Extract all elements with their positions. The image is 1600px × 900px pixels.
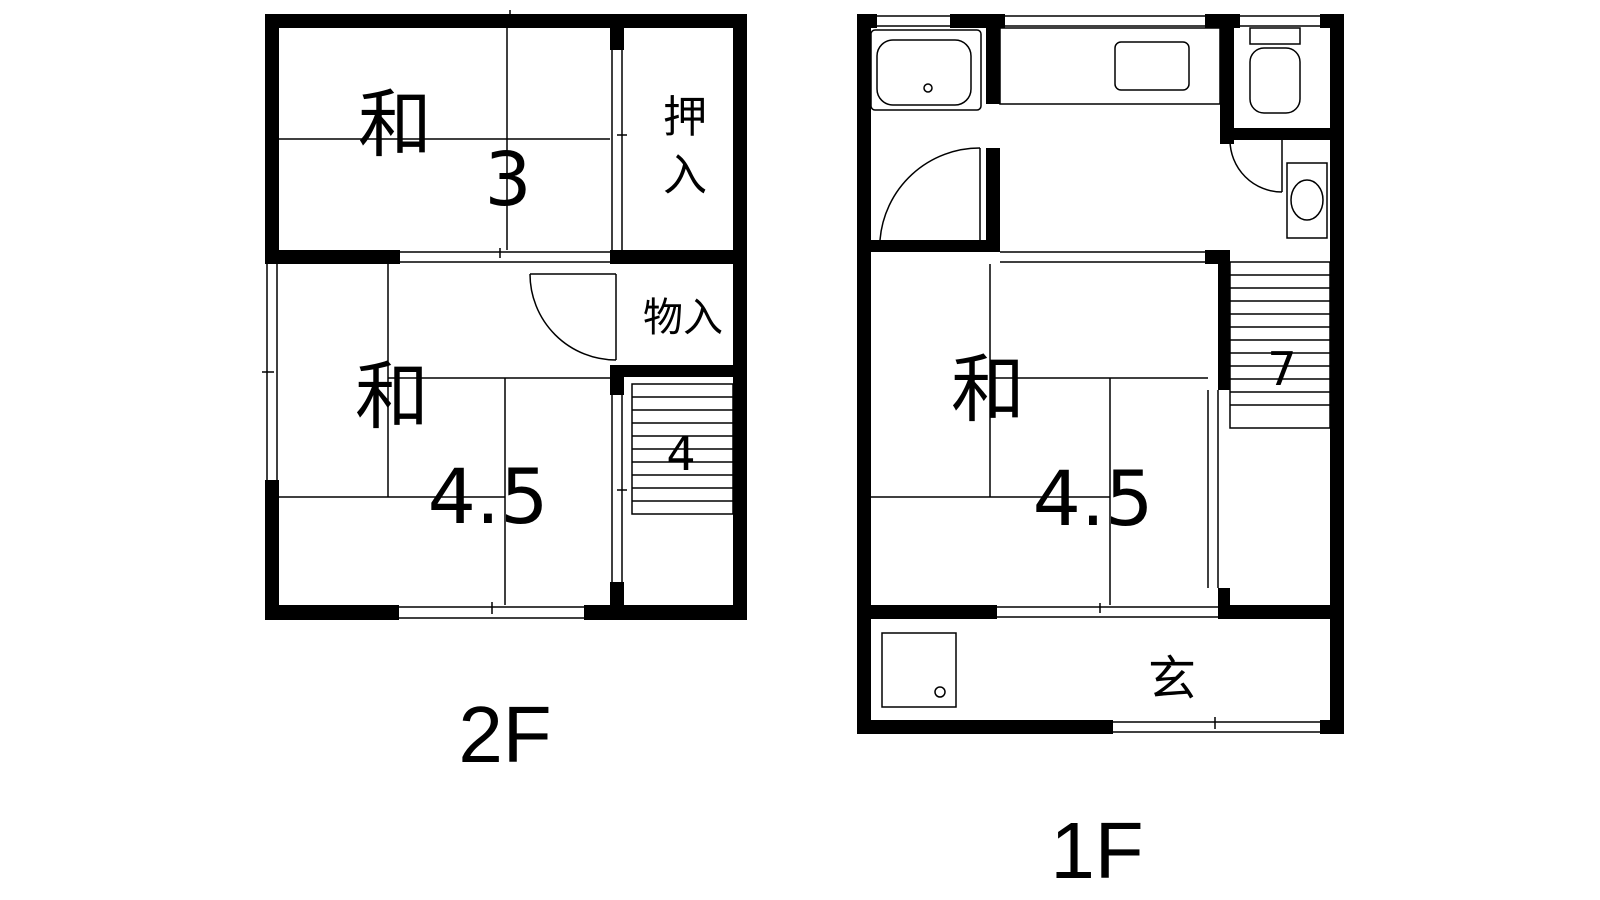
floor-1f-label: 1F [1050,806,1143,895]
plan-1f: 7 和 4.5 玄 1F [857,14,1344,895]
wall-2f-monoire-bottom [610,365,747,377]
wall-1f-genkan-top [857,605,997,619]
wall-2f-left-upper [265,14,279,264]
wall-1f-toilet [1220,14,1234,144]
toilet-icon [1249,27,1301,45]
wall-1f-stair [1218,250,1230,390]
wall-2f-mid-right [610,250,747,264]
wall-1f-right [1330,14,1344,734]
floor-2f-label: 2F [458,690,551,779]
wall-2f-top [265,14,747,28]
door-1f-toilet-swing [1229,139,1283,193]
room-2f-washitsu-b-kanji: 和 [355,354,429,440]
washbasin-icon [1286,162,1328,239]
stairs-1f [1229,261,1331,429]
plan-2f: 4 和 3 押 入 物入 和 4.5 2F [262,10,747,779]
stair-arrow-1f: 7 [1267,342,1296,396]
wall-2f-left-lower [265,480,279,620]
wall-2f-post3 [610,582,624,620]
wall-2f-bottom-left [265,605,399,620]
wall-1f-bottom [857,720,1113,734]
sink-icon [1114,41,1190,91]
room-1f-washitsu-size: 4.5 [1033,454,1154,543]
wall-1f-top-a [857,14,877,28]
wall-1f-bath [986,14,1000,104]
wall-1f-mid-left [857,240,1000,252]
kitchen-counter-icon [999,27,1221,105]
room-1f-washitsu-kanji: 和 [951,347,1025,433]
room-2f-washitsu-a-kanji: 和 [358,82,432,168]
genkan-label: 玄 [1148,651,1196,707]
storage-2f-label: 物入 [643,295,723,341]
door-1f-bath-swing [879,147,981,241]
bathtub-icon [876,39,972,106]
room-2f-washitsu-a-size: 3 [484,137,531,223]
closet-2f-label-top: 押 [663,92,707,143]
stair-arrow-2f: 4 [666,427,695,481]
wall-2f-closet-stub [610,14,624,50]
shoe-cabinet-icon [881,632,957,708]
wall-2f-post [610,250,624,262]
wall-1f-left [857,14,871,734]
wall-2f-mid-left [265,250,400,264]
room-2f-washitsu-b-size: 4.5 [428,452,549,541]
wall-2f-post2 [610,365,624,395]
wall-2f-right [733,14,747,620]
closet-2f-label-bottom: 入 [663,150,707,201]
wall-2f-bottom-right [584,605,747,620]
door-2f-swing [529,273,617,361]
stairs-2f [631,383,734,515]
